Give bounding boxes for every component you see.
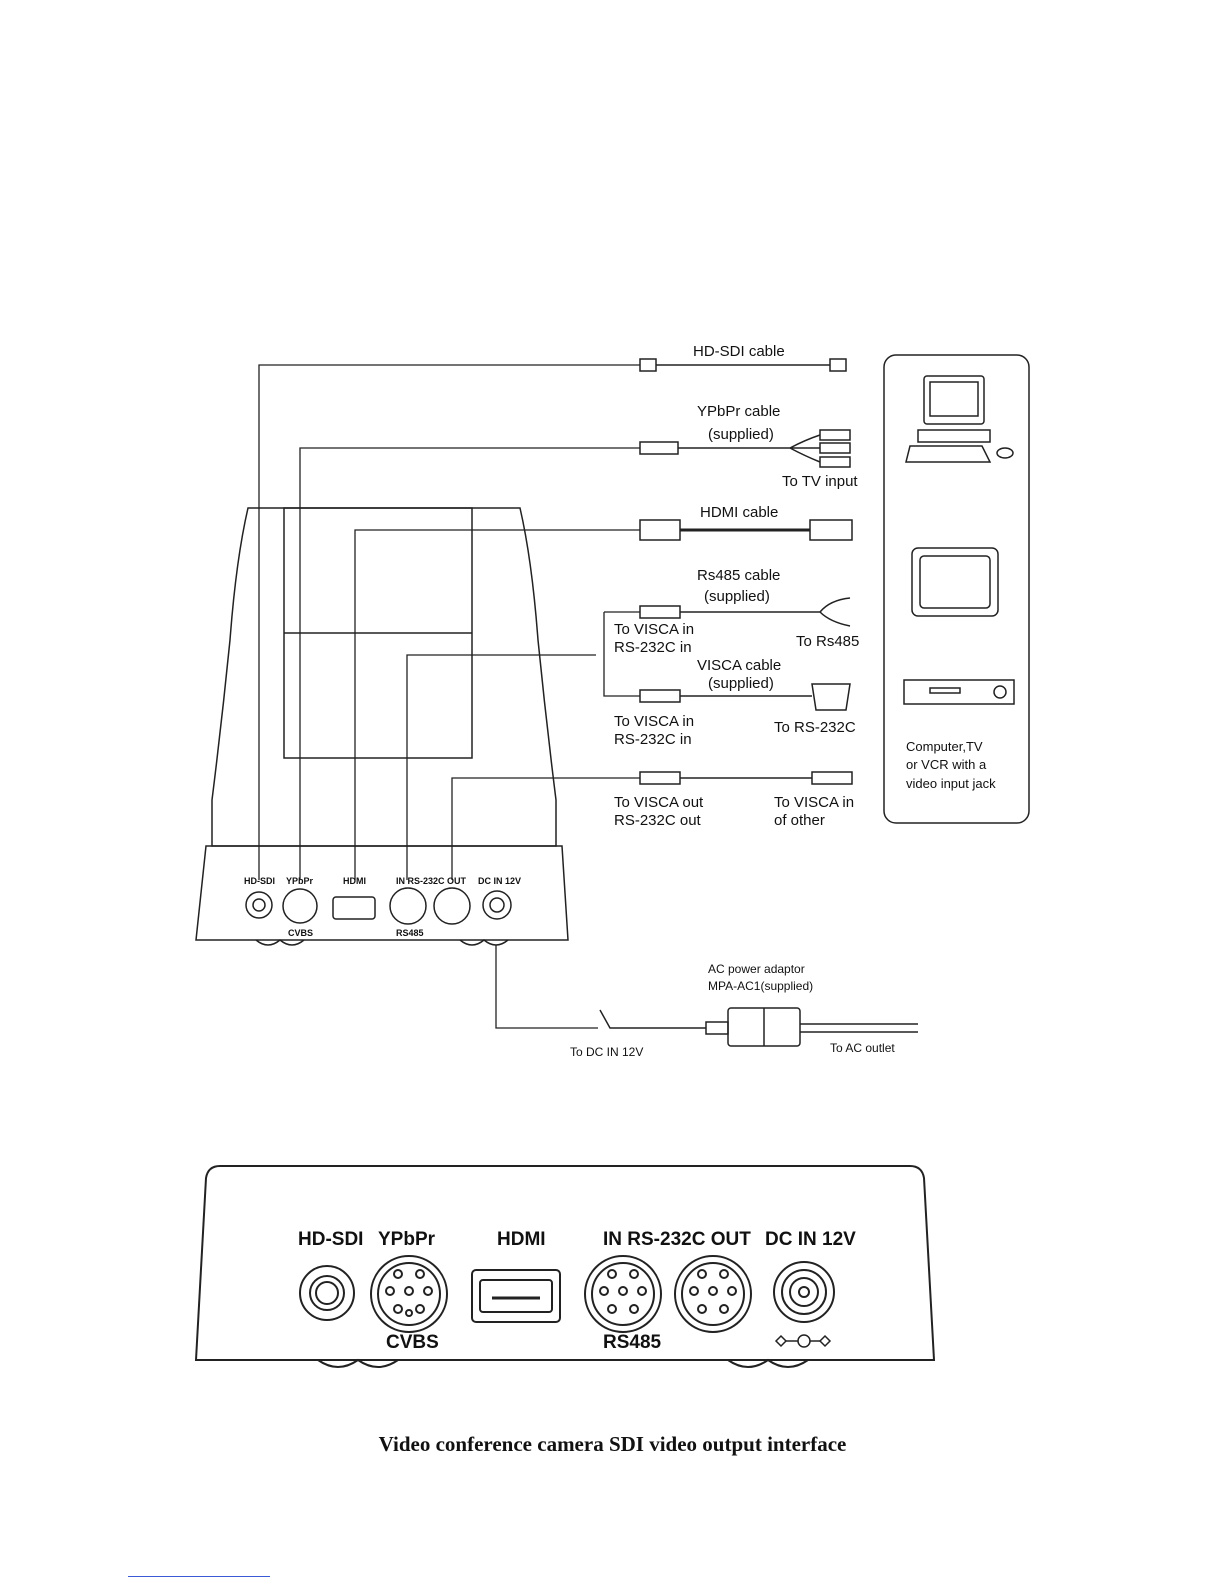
hdsdi-cable xyxy=(639,358,847,372)
small-rs232c-label: IN RS-232C OUT xyxy=(396,876,467,886)
ypbpr-port xyxy=(370,1255,448,1333)
hdmi-port xyxy=(471,1269,561,1323)
to-visca-out-label: To VISCA out xyxy=(614,794,704,811)
panel-outline xyxy=(194,1165,936,1361)
panel-detail: HD-SDI YPbPr HDMI IN RS-232C OUT DC IN 1… xyxy=(194,1165,936,1368)
rs485-cable xyxy=(639,597,851,627)
hdsdi-port-small xyxy=(245,891,273,919)
panel-rs232c-label: IN RS-232C OUT xyxy=(603,1229,751,1250)
visca-out-cable xyxy=(639,771,853,785)
dc-polarity-icon xyxy=(774,1334,832,1348)
to-ac-outlet-label: To AC outlet xyxy=(830,1041,895,1055)
devices-box xyxy=(883,354,1030,824)
panel-cvbs-label: CVBS xyxy=(386,1332,439,1353)
devices-label-3: video input jack xyxy=(906,776,996,791)
ypbpr-supplied-label: (supplied) xyxy=(708,426,774,443)
devices-label-2: or VCR with a xyxy=(906,757,987,772)
rs232c-out-port xyxy=(674,1255,752,1333)
computer-icon xyxy=(905,375,1014,463)
visca-supplied-label: (supplied) xyxy=(708,675,774,692)
small-hdsdi-label: HD-SDI xyxy=(244,876,275,886)
ypbpr-cable-label: YPbPr cable xyxy=(697,403,780,420)
vcr-icon xyxy=(903,679,1015,705)
panel-hdsdi-label: HD-SDI xyxy=(298,1229,363,1250)
rs232c-out-port-small xyxy=(433,887,471,925)
dcin-port-small xyxy=(482,890,512,920)
rs232c-in-label-1: RS-232C in xyxy=(614,639,692,656)
rs232c-in-label-2: RS-232C in xyxy=(614,731,692,748)
hdsdi-port xyxy=(299,1265,355,1321)
to-visca-in-label-2: To VISCA in xyxy=(614,713,694,730)
dcin-port xyxy=(773,1261,835,1323)
hdmi-cable xyxy=(639,519,853,541)
ypbpr-port-small xyxy=(282,888,318,924)
footer-link-line xyxy=(128,1576,270,1577)
to-rs232c-label: To RS-232C xyxy=(774,719,856,736)
rs232c-in-port xyxy=(584,1255,662,1333)
hdmi-cable-label: HDMI cable xyxy=(700,504,778,521)
camera-base xyxy=(195,845,569,941)
rs232c-in-port-small xyxy=(389,887,427,925)
hdmi-port-small xyxy=(332,896,376,920)
to-visca-in-label-1: To VISCA in xyxy=(614,621,694,638)
small-panel-ports xyxy=(245,887,512,925)
panel-rs485-label: RS485 xyxy=(603,1332,662,1353)
visca-cable-label: VISCA cable xyxy=(697,657,781,674)
small-dcin-label: DC IN 12V xyxy=(478,876,521,886)
rs485-supplied-label: (supplied) xyxy=(704,588,770,605)
panel-ypbpr-label: YPbPr xyxy=(378,1229,436,1250)
figure-caption: Video conference camera SDI video output… xyxy=(378,1432,847,1456)
panel-hdmi-label: HDMI xyxy=(497,1229,546,1250)
hdsdi-cable-label: HD-SDI cable xyxy=(693,343,785,360)
to-dc-in-label: To DC IN 12V xyxy=(570,1045,643,1059)
small-hdmi-label: HDMI xyxy=(343,876,366,886)
small-rs485-label: RS485 xyxy=(396,928,424,938)
power-adaptor xyxy=(599,1007,918,1047)
rs232c-out-label: RS-232C out xyxy=(614,812,702,829)
visca-cable xyxy=(639,683,851,711)
small-cvbs-label: CVBS xyxy=(288,928,313,938)
camera-body xyxy=(195,507,569,946)
tv-icon xyxy=(911,547,999,617)
adaptor-label-2: MPA-AC1(supplied) xyxy=(708,979,813,993)
panel-dcin-label: DC IN 12V xyxy=(765,1229,856,1250)
ypbpr-cable xyxy=(639,429,851,468)
to-rs485-label: To Rs485 xyxy=(796,633,859,650)
devices-label-1: Computer,TV xyxy=(906,739,983,754)
to-visca-in-other-label: To VISCA in xyxy=(774,794,854,811)
of-other-label: of other xyxy=(774,812,825,829)
small-ypbpr-label: YPbPr xyxy=(286,876,314,886)
leader-lines xyxy=(258,364,640,1029)
connection-diagram: HD-SDI cable YPbPr cable (supplied) To T… xyxy=(195,343,1030,1059)
to-tv-input-label: To TV input xyxy=(782,473,858,490)
adaptor-label-1: AC power adaptor xyxy=(708,962,805,976)
rs485-cable-label: Rs485 cable xyxy=(697,567,780,584)
